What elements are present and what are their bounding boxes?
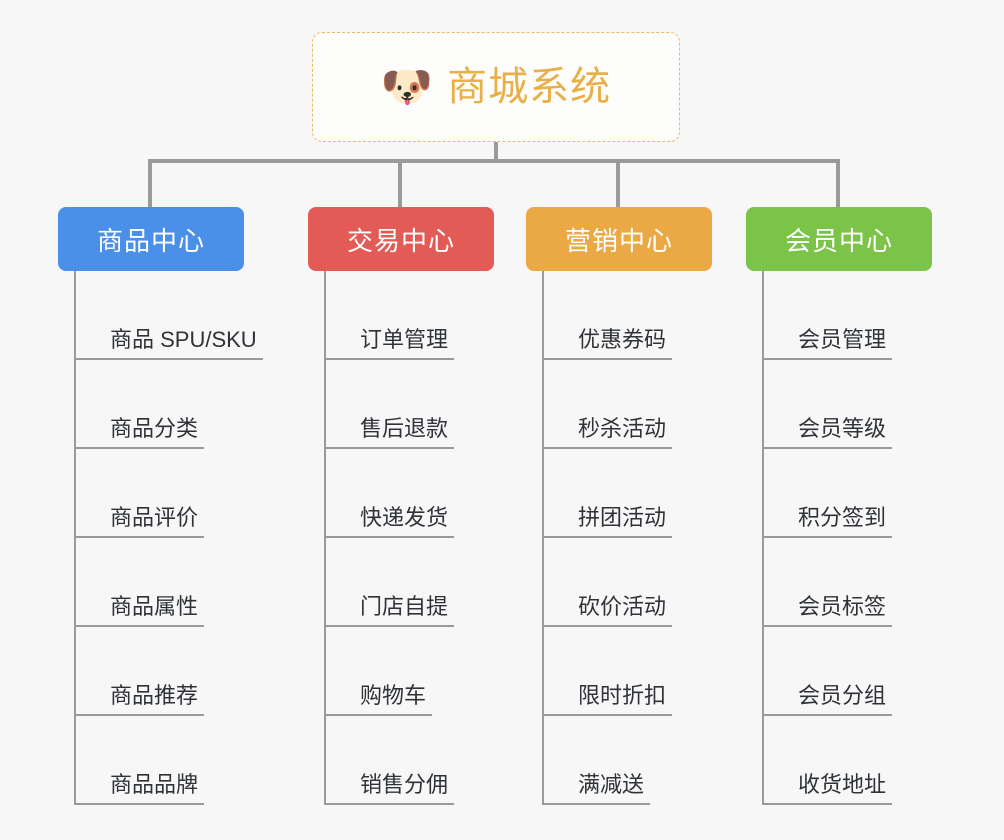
list-item-label: 优惠券码	[544, 327, 673, 360]
list-item-label: 限时折扣	[544, 683, 673, 716]
list-item[interactable]: 商品属性	[76, 538, 244, 627]
list-item-label: 秒杀活动	[544, 416, 673, 449]
list-item-label: 满减送	[544, 772, 651, 805]
column-header-product-center[interactable]: 商品中心	[58, 207, 244, 271]
list-item[interactable]: 会员管理	[764, 271, 932, 360]
list-item[interactable]: 订单管理	[326, 271, 494, 360]
list-item[interactable]: 拼团活动	[544, 449, 712, 538]
column-body-product-center: 商品 SPU/SKU 商品分类 商品评价 商品属性 商品推荐 商品品牌	[74, 271, 263, 805]
root-node[interactable]: 🐶 商城系统	[312, 32, 680, 142]
list-item-label: 商品评价	[76, 505, 205, 538]
column-body-member-center: 会员管理 会员等级 积分签到 会员标签 会员分组 收货地址	[762, 271, 932, 805]
list-item[interactable]: 售后退款	[326, 360, 494, 449]
list-item-label: 会员标签	[764, 594, 893, 627]
list-item[interactable]: 会员分组	[764, 627, 932, 716]
list-item-label: 商品品牌	[76, 772, 205, 805]
list-item-label: 砍价活动	[544, 594, 673, 627]
list-item-label: 商品推荐	[76, 683, 205, 716]
list-item-label: 订单管理	[326, 327, 455, 360]
column-member-center: 会员中心 会员管理 会员等级 积分签到 会员标签 会员分组 收货地址	[746, 207, 932, 805]
list-item[interactable]: 会员标签	[764, 538, 932, 627]
column-header-member-center[interactable]: 会员中心	[746, 207, 932, 271]
list-item[interactable]: 商品评价	[76, 449, 244, 538]
list-item-label: 会员管理	[764, 327, 893, 360]
connector-drop-4	[836, 159, 840, 207]
list-item[interactable]: 销售分佣	[326, 716, 494, 805]
list-item-label: 销售分佣	[326, 772, 455, 805]
list-item[interactable]: 商品分类	[76, 360, 244, 449]
connector-drop-1	[148, 159, 152, 207]
column-body-marketing-center: 优惠券码 秒杀活动 拼团活动 砍价活动 限时折扣 满减送	[542, 271, 712, 805]
list-item[interactable]: 商品 SPU/SKU	[76, 271, 263, 360]
list-item-label: 积分签到	[764, 505, 893, 538]
list-item-label: 商品 SPU/SKU	[76, 327, 263, 360]
list-item[interactable]: 商品品牌	[76, 716, 244, 805]
list-item[interactable]: 收货地址	[764, 716, 932, 805]
column-product-center: 商品中心 商品 SPU/SKU 商品分类 商品评价 商品属性 商品推荐 商品品牌	[58, 207, 263, 805]
connector-trunk-bar	[148, 159, 840, 163]
column-header-trade-center[interactable]: 交易中心	[308, 207, 494, 271]
list-item[interactable]: 限时折扣	[544, 627, 712, 716]
list-item-label: 快递发货	[326, 505, 455, 538]
list-item-label: 商品属性	[76, 594, 205, 627]
list-item-label: 收货地址	[764, 772, 893, 805]
list-item-label: 会员分组	[764, 683, 893, 716]
list-item[interactable]: 优惠券码	[544, 271, 712, 360]
list-item-label: 售后退款	[326, 416, 455, 449]
connector-drop-2	[398, 159, 402, 207]
column-marketing-center: 营销中心 优惠券码 秒杀活动 拼团活动 砍价活动 限时折扣 满减送	[526, 207, 712, 805]
list-item-label: 商品分类	[76, 416, 205, 449]
list-item[interactable]: 门店自提	[326, 538, 494, 627]
list-item-label: 拼团活动	[544, 505, 673, 538]
column-header-marketing-center[interactable]: 营销中心	[526, 207, 712, 271]
list-item[interactable]: 积分签到	[764, 449, 932, 538]
list-item[interactable]: 购物车	[326, 627, 494, 716]
shiba-dog-face-icon: 🐶	[380, 63, 434, 110]
list-item[interactable]: 秒杀活动	[544, 360, 712, 449]
root-title: 商城系统	[447, 65, 612, 109]
connector-root-stem	[494, 142, 498, 162]
list-item[interactable]: 商品推荐	[76, 627, 244, 716]
list-item-label: 会员等级	[764, 416, 893, 449]
connector-drop-3	[616, 159, 620, 207]
list-item[interactable]: 快递发货	[326, 449, 494, 538]
list-item-label: 购物车	[326, 683, 433, 716]
list-item[interactable]: 会员等级	[764, 360, 932, 449]
column-body-trade-center: 订单管理 售后退款 快递发货 门店自提 购物车 销售分佣	[324, 271, 494, 805]
list-item[interactable]: 砍价活动	[544, 538, 712, 627]
list-item[interactable]: 满减送	[544, 716, 712, 805]
column-trade-center: 交易中心 订单管理 售后退款 快递发货 门店自提 购物车 销售分佣	[308, 207, 494, 805]
list-item-label: 门店自提	[326, 594, 455, 627]
